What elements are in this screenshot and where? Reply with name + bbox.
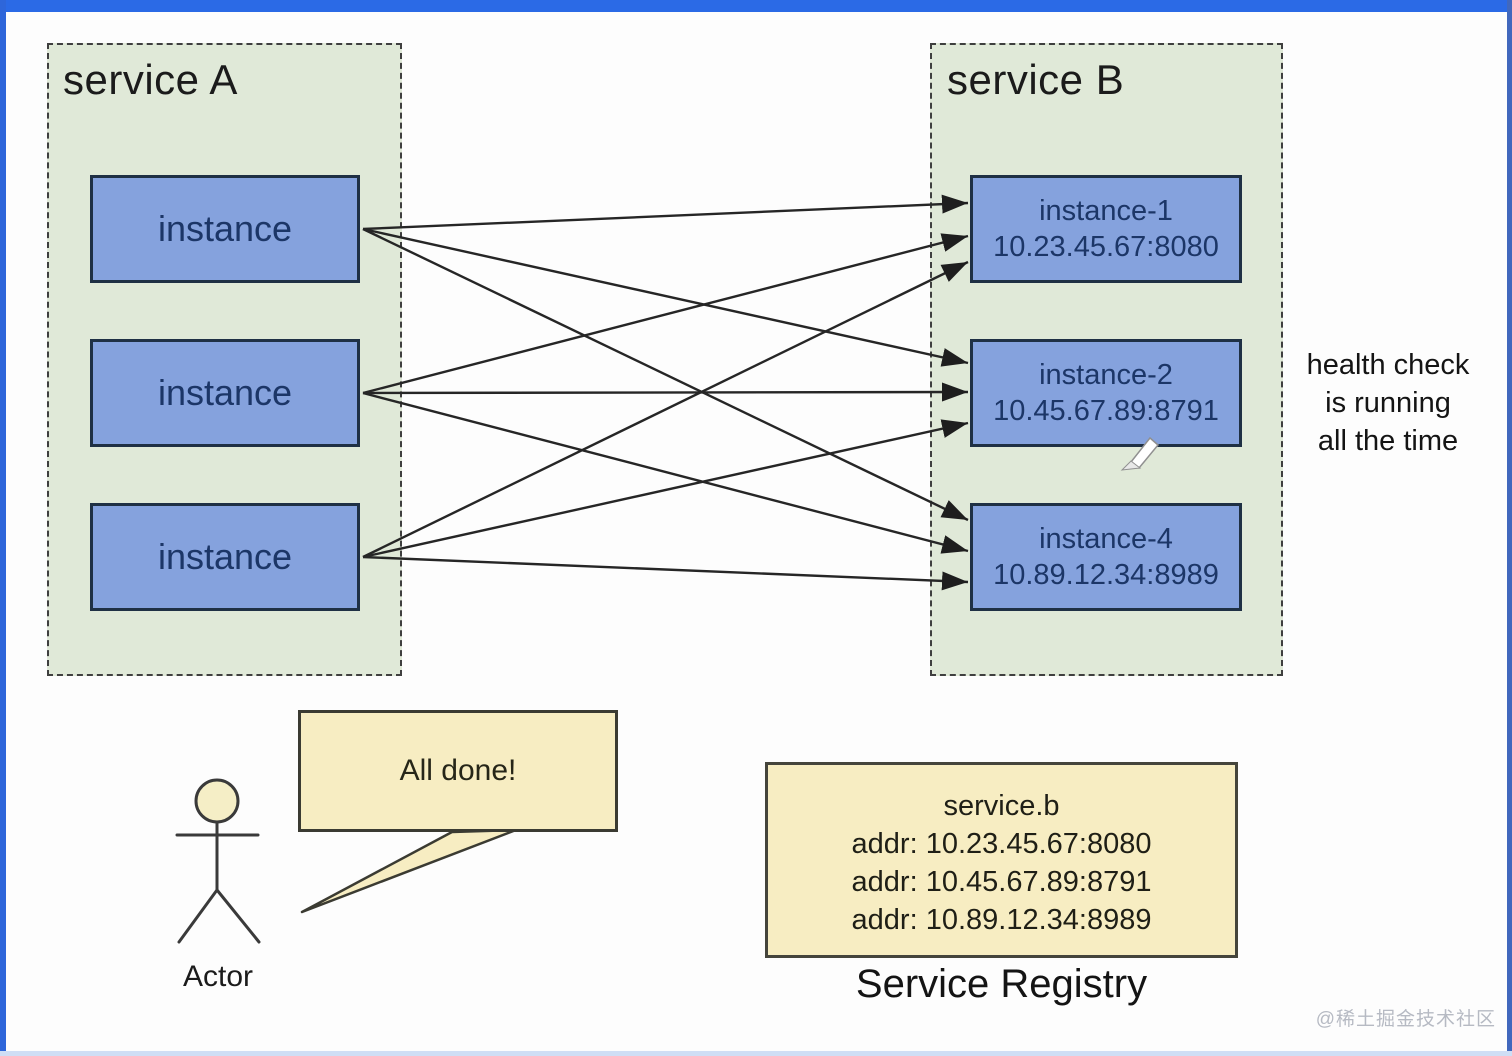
health-check-note: health check is running all the time — [1288, 346, 1488, 460]
frame-right-border — [1507, 0, 1512, 1056]
actor-label: Actor — [182, 960, 254, 993]
instance-address: 10.45.67.89:8791 — [993, 395, 1219, 427]
registry-entry: addr: 10.89.12.34:8989 — [851, 904, 1152, 936]
registry-entry: addr: 10.45.67.89:8791 — [851, 866, 1152, 898]
service-registry-box: service.b addr: 10.23.45.67:8080 addr: 1… — [765, 762, 1238, 958]
instance-name: instance-2 — [1039, 359, 1173, 391]
registry-service-name: service.b — [943, 790, 1060, 822]
service-registry-caption: Service Registry — [855, 962, 1148, 1006]
frame-bottom-border — [0, 1051, 1512, 1056]
instance-label: instance — [157, 372, 293, 413]
service-a-title: service A — [63, 56, 238, 103]
speech-bubble-tail — [300, 828, 518, 914]
health-note-line: is running — [1325, 387, 1451, 419]
speech-bubble-text: All done! — [399, 754, 517, 787]
speech-bubble: All done! — [298, 710, 618, 832]
service-a-instance-3: instance — [90, 503, 360, 611]
actor-figure — [175, 778, 261, 944]
service-b-instance-2: instance-2 10.45.67.89:8791 — [970, 339, 1242, 447]
actor-head — [194, 778, 240, 824]
arrows-a-to-b — [362, 194, 969, 591]
service-b-instance-3: instance-4 10.89.12.34:8989 — [970, 503, 1242, 611]
service-b-instance-1: instance-1 10.23.45.67:8080 — [970, 175, 1242, 283]
registry-entry: addr: 10.23.45.67:8080 — [851, 828, 1152, 860]
actor-left-leg — [177, 888, 219, 944]
frame-left-border — [0, 0, 6, 1056]
instance-label: instance — [157, 536, 293, 577]
health-note-line: health check — [1306, 349, 1470, 381]
actor-right-leg — [215, 888, 261, 944]
watermark: @稀土掘金技术社区 — [1315, 1009, 1496, 1030]
instance-address: 10.23.45.67:8080 — [993, 231, 1219, 263]
instance-address: 10.89.12.34:8989 — [993, 559, 1219, 591]
instance-name: instance-1 — [1039, 195, 1173, 227]
frame-top-border — [0, 0, 1512, 12]
service-a-instance-2: instance — [90, 339, 360, 447]
service-b-title: service B — [947, 56, 1125, 103]
service-a-instance-1: instance — [90, 175, 360, 283]
health-note-line: all the time — [1317, 425, 1459, 457]
instance-name: instance-4 — [1039, 523, 1173, 555]
instance-label: instance — [157, 208, 293, 249]
